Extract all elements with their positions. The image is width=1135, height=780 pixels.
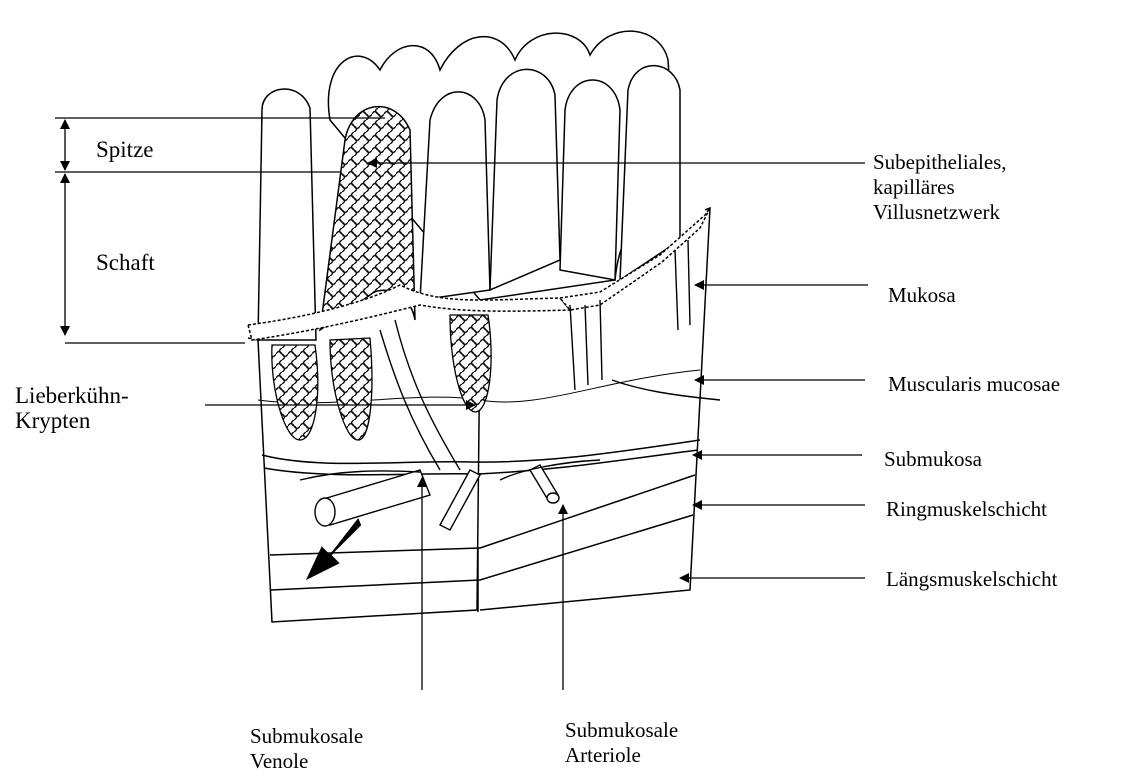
label-lieberkuehn-line-2: Krypten [15, 408, 129, 433]
label-arteriole-line-2: Arteriole [565, 743, 678, 768]
ring-muscle-line [270, 548, 480, 555]
villus-4 [490, 69, 560, 290]
venole-opening [315, 498, 335, 526]
crypt-1 [272, 345, 318, 440]
label-arteriole: Submukosale Arteriole [565, 718, 678, 768]
venole [320, 470, 430, 525]
label-lieberkuehn: Lieberkühn- Krypten [15, 383, 129, 433]
label-venole-line-1: Submukosale [250, 724, 363, 749]
label-subepithelial-line-3: Villusnetzwerk [873, 200, 1007, 225]
villus-1 [258, 89, 316, 340]
label-muscularis: Muscularis mucosae [888, 372, 1060, 397]
long-muscle-line [271, 580, 480, 590]
crypt-2 [330, 338, 372, 440]
label-venole: Submukosale Venole [250, 724, 363, 774]
villus-5 [560, 80, 620, 280]
label-mukosa: Mukosa [888, 283, 956, 308]
label-subepithelial: Subepitheliales, kapilläres Villusnetzwe… [873, 150, 1007, 225]
label-submukosa: Submukosa [884, 447, 982, 472]
label-lieberkuehn-line-1: Lieberkühn- [15, 383, 129, 408]
label-subepithelial-line-1: Subepitheliales, [873, 150, 1007, 175]
label-laengsmuskel: Längsmuskelschicht [886, 567, 1057, 592]
villi [248, 31, 710, 340]
label-spitze: Spitze [96, 137, 154, 162]
outflow-arrow-icon [308, 520, 360, 578]
label-venole-line-2: Venole [250, 749, 363, 774]
villus-3 [420, 92, 490, 300]
label-ringmuskel: Ringmuskelschicht [886, 497, 1047, 522]
label-schaft: Schaft [96, 250, 155, 275]
label-subepithelial-line-2: kapilläres [873, 175, 1007, 200]
label-arteriole-line-1: Submukosale [565, 718, 678, 743]
